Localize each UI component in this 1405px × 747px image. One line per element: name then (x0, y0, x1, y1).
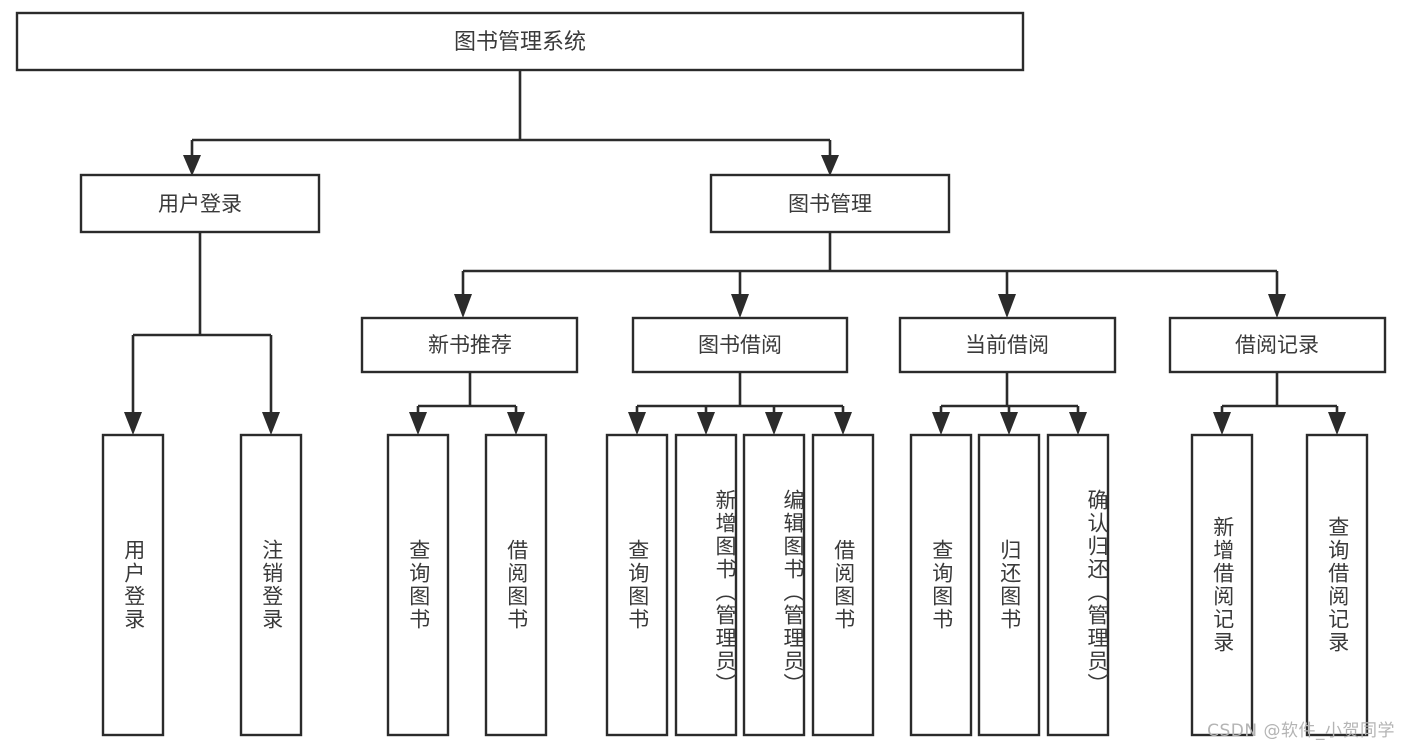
current-borrow-box-label: 当前借阅 (965, 333, 1049, 357)
leaf-box-nb-borrow-book[interactable] (484, 433, 548, 737)
connector-new-book-to-leaves (409, 372, 525, 435)
book-manage-box-rect[interactable] (709, 173, 951, 234)
current-borrow-box-rect[interactable] (898, 316, 1117, 374)
arrow-to-leaf-logout (262, 412, 280, 435)
leaf-box-cb-return-book[interactable] (977, 433, 1041, 737)
arrow-to-book-manage (821, 155, 839, 176)
connector-user-login-to-leaves (124, 232, 280, 435)
leaf-box-cb-query-book[interactable] (909, 433, 973, 737)
arrow-to-cb-leaf-2 (1000, 412, 1018, 435)
borrow-records-box-rect[interactable] (1168, 316, 1387, 374)
borrow-records-box-label: 借阅记录 (1235, 333, 1319, 357)
leaf-box-bb-add-book-admin[interactable] (674, 433, 738, 737)
arrow-to-cb-leaf-1 (932, 412, 950, 435)
csdn-watermark: CSDN @软件_小贺同学 (1207, 721, 1395, 741)
arrow-to-bb-leaf-2 (697, 412, 715, 435)
node-root[interactable]: 图书管理系统 (15, 11, 1025, 72)
root-box-rect[interactable] (15, 11, 1025, 72)
leaf-box-bb-borrow-book[interactable] (811, 433, 875, 737)
connector-book-borrow-to-leaves (628, 372, 852, 435)
connector-root-to-level2 (183, 70, 839, 176)
node-user-login[interactable]: 用户登录 (79, 173, 321, 234)
arrow-to-cb-leaf-3 (1069, 412, 1087, 435)
arrow-to-user-login (183, 155, 201, 176)
arrow-to-bb-leaf-4 (834, 412, 852, 435)
book-manage-box-label: 图书管理 (788, 192, 872, 216)
leaf-box-br-add-record[interactable] (1190, 433, 1254, 737)
root-box-label: 图书管理系统 (454, 30, 586, 55)
arrow-to-br-leaf-2 (1328, 412, 1346, 435)
leaf-box-user-login[interactable] (101, 433, 165, 737)
arrow-to-borrow-records (1268, 294, 1286, 318)
arrow-to-nb-leaf-1 (409, 412, 427, 435)
book-borrow-box-label: 图书借阅 (698, 333, 782, 357)
new-book-recommend-box-label: 新书推荐 (428, 333, 512, 357)
connector-borrow-records-to-leaves (1213, 372, 1346, 435)
leaf-box-logout[interactable] (239, 433, 303, 737)
leaf-box-bb-edit-book-admin[interactable] (742, 433, 806, 737)
arrow-to-nb-leaf-2 (507, 412, 525, 435)
arrow-to-bb-leaf-1 (628, 412, 646, 435)
node-book-borrow[interactable]: 图书借阅 (631, 316, 849, 374)
connector-current-borrow-to-leaves (932, 372, 1087, 435)
arrow-to-bb-leaf-3 (765, 412, 783, 435)
node-book-manage[interactable]: 图书管理 (709, 173, 951, 234)
arrow-to-book-borrow (731, 294, 749, 318)
arrow-to-new-book-recommend (454, 294, 472, 318)
arrow-to-br-leaf-1 (1213, 412, 1231, 435)
node-borrow-records[interactable]: 借阅记录 (1168, 316, 1387, 374)
node-new-book-recommend[interactable]: 新书推荐 (360, 316, 579, 374)
arrow-to-current-borrow (998, 294, 1016, 318)
connector-book-manage-to-level3 (454, 232, 1286, 318)
node-current-borrow[interactable]: 当前借阅 (898, 316, 1117, 374)
leaf-box-bb-query-book[interactable] (605, 433, 669, 737)
leaf-box-cb-confirm-return-admin[interactable] (1046, 433, 1110, 737)
leaf-box-br-query-record[interactable] (1305, 433, 1369, 737)
book-borrow-box-rect[interactable] (631, 316, 849, 374)
arrow-to-leaf-user-login (124, 412, 142, 435)
leaf-box-nb-query-book[interactable] (386, 433, 450, 737)
user-login-box-label: 用户登录 (158, 192, 242, 216)
new-book-recommend-box-rect[interactable] (360, 316, 579, 374)
